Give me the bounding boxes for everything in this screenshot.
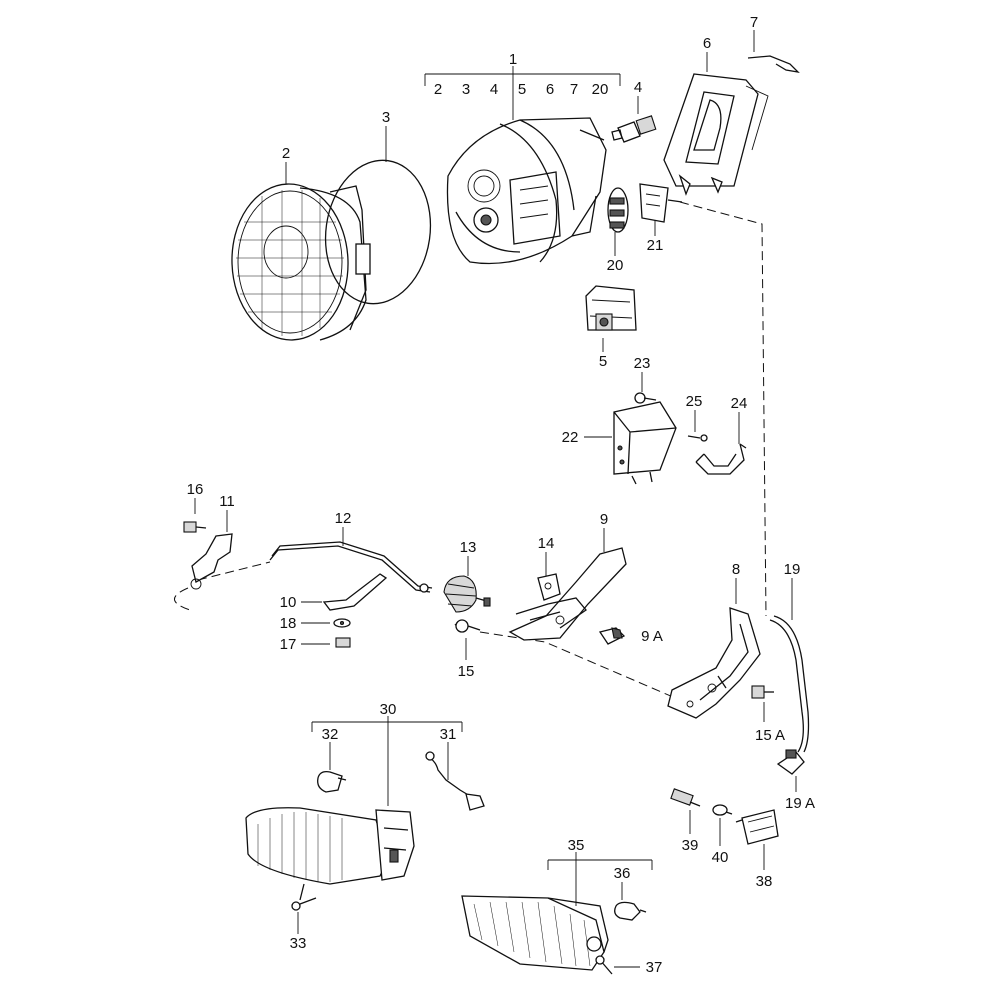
marker-bulb-icon — [712, 804, 733, 816]
callout-labels: 1 2 3 4 5 6 7 20 2 3 4 6 7 20 21 5 23 22… — [187, 14, 815, 976]
fog-lamp-icon — [245, 807, 415, 901]
headlamp-lens-icon — [231, 183, 371, 341]
callout-1-sub-2: 2 — [434, 81, 442, 98]
callout-37: 37 — [646, 959, 663, 976]
seal-ring-icon — [324, 159, 432, 305]
callout-17: 17 — [280, 636, 297, 653]
callout-19a: 19 A — [785, 795, 815, 812]
callout-4: 4 — [634, 79, 642, 96]
callout-15: 15 — [458, 663, 475, 680]
bulb-holder-icon — [425, 751, 485, 811]
fog-bulb-icon — [317, 770, 347, 793]
callout-14: 14 — [538, 535, 555, 552]
callout-33: 33 — [290, 935, 307, 952]
pin-icon — [687, 434, 708, 442]
side-marker-icon — [735, 809, 779, 845]
callout-1-sub-4: 4 — [490, 81, 498, 98]
callout-1-sub-20: 20 — [592, 81, 609, 98]
cover-icon — [663, 73, 769, 196]
callout-6: 6 — [703, 35, 711, 52]
callout-21: 21 — [647, 237, 664, 254]
callout-32: 32 — [322, 726, 339, 743]
callout-30: 30 — [380, 701, 397, 718]
screw-33-icon — [291, 897, 317, 911]
bolt-icon — [183, 521, 207, 533]
callout-24: 24 — [731, 395, 748, 412]
callout-1-sub-3: 3 — [462, 81, 470, 98]
adjusting-knob-icon — [443, 575, 491, 613]
callout-18: 18 — [280, 615, 297, 632]
washer-hose-icon — [769, 615, 810, 753]
callout-10: 10 — [280, 594, 297, 611]
callout-36: 36 — [614, 865, 631, 882]
screw-icon — [634, 392, 657, 404]
lever-icon — [322, 573, 388, 611]
support-arm-icon — [508, 547, 627, 641]
callout-3: 3 — [382, 109, 390, 126]
callout-22: 22 — [562, 429, 579, 446]
linkage-rod-icon — [269, 541, 433, 593]
screw-37-icon — [595, 955, 613, 975]
callout-5: 5 — [599, 353, 607, 370]
callout-19: 19 — [784, 561, 801, 578]
callout-8: 8 — [732, 561, 740, 578]
callout-15a: 15 A — [755, 727, 785, 744]
screw-15-icon — [455, 619, 481, 633]
wire-icon — [747, 55, 800, 73]
marker-holder-icon — [670, 788, 701, 807]
callout-20: 20 — [607, 257, 624, 274]
callout-23: 23 — [634, 355, 651, 372]
lamp-bracket-icon — [667, 607, 761, 719]
adjuster-icon — [585, 285, 637, 331]
bracket-icon — [190, 533, 233, 590]
clip-9a-icon — [598, 627, 626, 645]
callout-9: 9 — [600, 511, 608, 528]
mount-bracket-icon — [537, 573, 561, 601]
callout-35: 35 — [568, 837, 585, 854]
socket-icon — [607, 183, 683, 233]
control-unit-icon — [613, 401, 677, 485]
washer-nozzle-icon — [776, 749, 805, 775]
callout-16: 16 — [187, 481, 204, 498]
callout-1-sub-7: 7 — [570, 81, 578, 98]
callout-25: 25 — [686, 393, 703, 410]
bulb-icon — [611, 115, 657, 143]
callout-31: 31 — [440, 726, 457, 743]
callout-40: 40 — [712, 849, 729, 866]
leader-lines — [194, 30, 797, 968]
signal-bulb-icon — [614, 901, 647, 921]
callout-1: 1 — [509, 51, 517, 68]
bolt-15a-icon — [751, 685, 774, 699]
callout-7: 7 — [750, 14, 758, 31]
turn-signal-lamp-icon — [461, 895, 609, 971]
clip-icon — [695, 443, 747, 475]
callout-2: 2 — [282, 145, 290, 162]
callout-39: 39 — [682, 837, 699, 854]
washer-icon — [333, 618, 351, 628]
callout-38: 38 — [756, 873, 773, 890]
callout-1-sub-6: 6 — [546, 81, 554, 98]
nut-icon — [335, 637, 351, 648]
callout-9a: 9 A — [641, 628, 663, 645]
callout-13: 13 — [460, 539, 477, 556]
callout-11: 11 — [219, 493, 235, 510]
callout-12: 12 — [335, 510, 352, 527]
headlamp-housing-icon — [446, 117, 607, 265]
callout-1-sub-5: 5 — [518, 81, 526, 98]
